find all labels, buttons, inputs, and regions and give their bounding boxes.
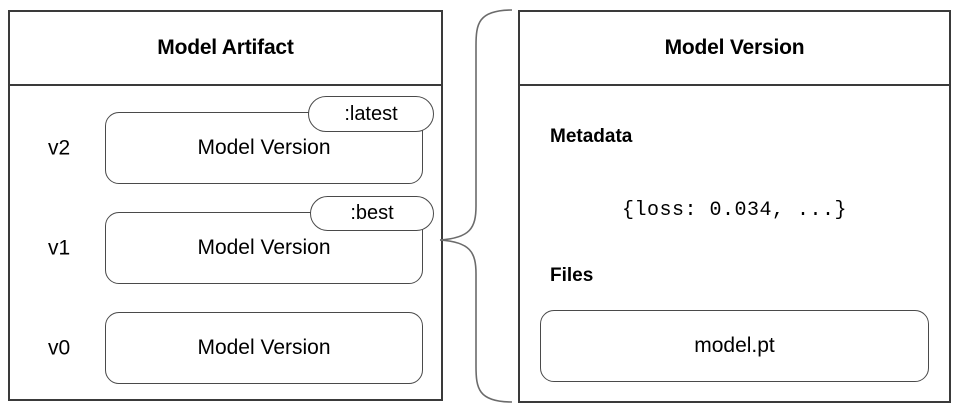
- version-label-v2: v2: [48, 136, 71, 160]
- files-heading: Files: [550, 265, 594, 286]
- model-version-body: Metadata {loss: 0.034, ...} Files model.…: [520, 86, 949, 401]
- tag-pill-best-label: :best: [350, 202, 394, 224]
- version-label-v1: v1: [48, 236, 71, 260]
- model-version-box-label-v1: Model Version: [197, 236, 331, 259]
- version-row-v1: v1 Model Version: [10, 212, 441, 284]
- tag-pill-latest[interactable]: :latest: [308, 96, 434, 132]
- model-version-box-label-v2: Model Version: [197, 136, 331, 159]
- version-label-v0: v0: [48, 336, 71, 360]
- file-box-model-pt[interactable]: model.pt: [540, 310, 929, 382]
- model-artifact-body: v2 Model Version v1 Model Version v0 Mod…: [10, 86, 441, 399]
- model-version-header: Model Version: [520, 12, 949, 86]
- model-version-box-label-v0: Model Version: [197, 336, 331, 359]
- model-version-box-v1[interactable]: Model Version: [105, 212, 423, 284]
- model-artifact-title: Model Artifact: [157, 36, 294, 59]
- model-version-title: Model Version: [664, 36, 805, 59]
- tag-pill-best[interactable]: :best: [310, 196, 434, 231]
- model-version-panel: Model Version Metadata {loss: 0.034, ...…: [518, 10, 951, 403]
- model-version-box-v0[interactable]: Model Version: [105, 312, 423, 384]
- tag-pill-latest-label: :latest: [344, 102, 398, 125]
- metadata-heading: Metadata: [550, 126, 633, 147]
- version-row-v0: v0 Model Version: [10, 312, 441, 384]
- model-artifact-header: Model Artifact: [10, 12, 441, 86]
- metadata-value: {loss: 0.034, ...}: [621, 199, 848, 222]
- file-box-label-model-pt: model.pt: [694, 334, 775, 357]
